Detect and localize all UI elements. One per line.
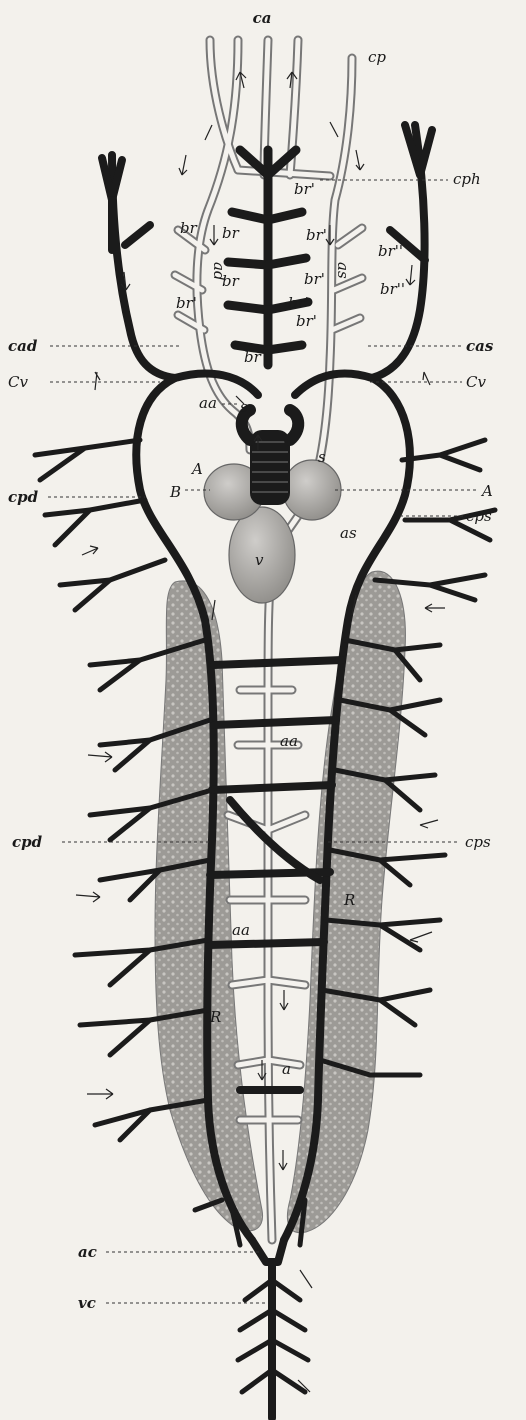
label-aa-top: aa bbox=[199, 394, 217, 412]
label-cpd-top: cpd bbox=[8, 488, 39, 506]
label-cps-mid: cps bbox=[465, 833, 491, 851]
label-br-1: br bbox=[180, 219, 198, 237]
label-as-top: as bbox=[334, 262, 352, 279]
label-v: v bbox=[255, 551, 264, 569]
label-brpp-1: br'' bbox=[378, 242, 403, 260]
right-atrium bbox=[283, 460, 341, 520]
label-as-mid: as bbox=[340, 524, 357, 542]
label-s-right: s bbox=[318, 448, 326, 466]
label-r-left: R bbox=[209, 1008, 221, 1026]
label-br-3: br bbox=[222, 272, 240, 290]
label-brpp-2: br'' bbox=[380, 280, 405, 298]
label-cph: cph bbox=[453, 170, 481, 188]
label-cv-left: Cv bbox=[8, 373, 28, 391]
label-cp: cp bbox=[368, 48, 386, 66]
label-brp-6: br' bbox=[288, 294, 309, 312]
label-s-left: s bbox=[240, 398, 248, 416]
label-br-2: br bbox=[222, 224, 240, 242]
label-brp-3: br' bbox=[304, 270, 325, 288]
label-a: a bbox=[282, 1060, 291, 1078]
label-cas: cas bbox=[466, 337, 494, 355]
label-a-left: A bbox=[190, 460, 203, 478]
label-a-right: A bbox=[480, 482, 493, 500]
label-brp-4: br' bbox=[296, 312, 317, 330]
label-cps-top: cps bbox=[466, 507, 492, 525]
label-aa-low: aa bbox=[232, 921, 250, 939]
label-r-right: R bbox=[343, 891, 355, 909]
label-ca: ca bbox=[253, 9, 272, 27]
label-b: B bbox=[169, 483, 181, 501]
label-aa-mid: aa bbox=[280, 732, 298, 750]
label-brp-2: br' bbox=[306, 226, 327, 244]
label-cad: cad bbox=[8, 337, 38, 355]
label-ac: ac bbox=[78, 1243, 97, 1261]
bulbus bbox=[250, 430, 290, 505]
label-br-4: br bbox=[244, 348, 262, 366]
label-brp-5: br' bbox=[176, 294, 197, 312]
label-cv-right: Cv bbox=[466, 373, 486, 391]
label-cpd-mid: cpd bbox=[12, 833, 43, 851]
label-vc: vc bbox=[78, 1294, 96, 1312]
label-brp-1: br' bbox=[294, 180, 315, 198]
